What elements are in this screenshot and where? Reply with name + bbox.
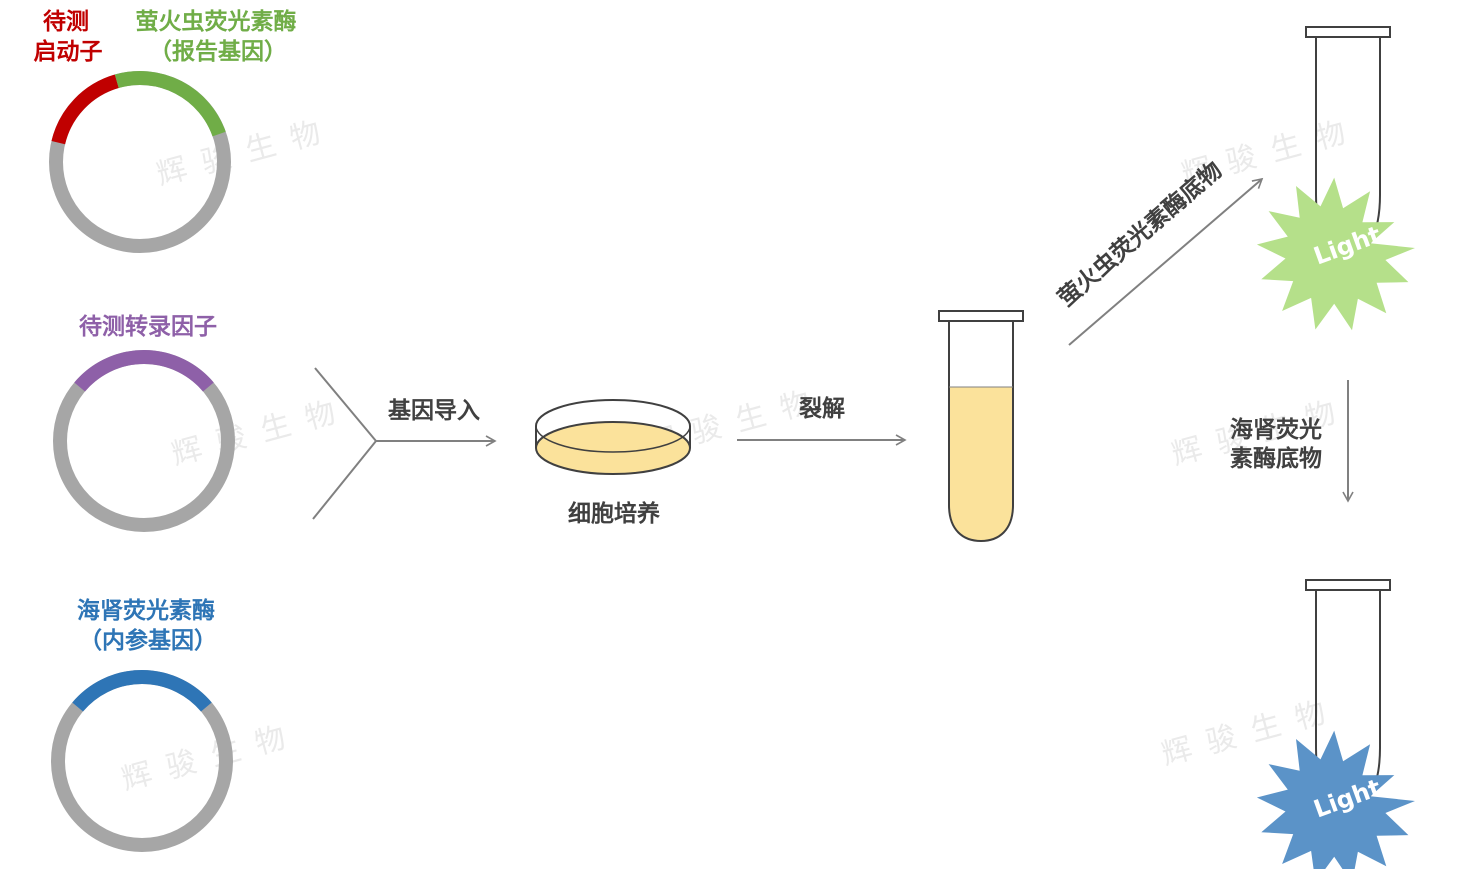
firefly-light-burst xyxy=(1256,177,1415,331)
watermark-2: 辉骏生物 xyxy=(168,391,355,472)
petri-dish xyxy=(535,399,691,475)
renilla-plasmid xyxy=(51,670,233,852)
merge-connector xyxy=(312,367,497,520)
watermark-1: 辉骏生物 xyxy=(153,111,340,192)
cell-culture-label: 细胞培养 xyxy=(568,500,660,527)
promoter-segment xyxy=(51,74,119,145)
firefly-reporter-label-line1: 萤火虫荧光素酶 xyxy=(136,8,297,35)
lysis-label: 裂解 xyxy=(799,395,845,422)
transcription-factor-segment xyxy=(74,350,214,392)
promoter-label-line2: 启动子 xyxy=(34,38,103,65)
gene-import-label: 基因导入 xyxy=(388,398,480,424)
renilla-luciferase-segment xyxy=(72,670,212,712)
firefly-luciferase-segment xyxy=(114,71,226,137)
firefly-substrate-arrow xyxy=(1068,177,1264,346)
reporter-plasmid xyxy=(49,71,231,253)
renilla-substrate-label-line2: 素酶底物 xyxy=(1230,445,1322,472)
renilla-light-burst xyxy=(1256,730,1415,869)
renilla-label-line1: 海肾荧光素酶 xyxy=(77,597,215,624)
renilla-label-line2: （内参基因） xyxy=(79,627,217,654)
firefly-substrate-label: 萤火虫荧光素酶底物 xyxy=(1053,157,1228,312)
lysate-tube xyxy=(938,310,1024,543)
firefly-reporter-label-line2: （报告基因） xyxy=(149,38,287,65)
watermark-3: 辉骏生物 xyxy=(118,716,305,797)
transcription-factor-label: 待测转录因子 xyxy=(79,313,217,340)
promoter-label-line1: 待测 xyxy=(43,8,89,35)
transcription-factor-plasmid xyxy=(53,350,235,532)
renilla-substrate-label-line1: 海肾荧光 xyxy=(1230,416,1322,443)
